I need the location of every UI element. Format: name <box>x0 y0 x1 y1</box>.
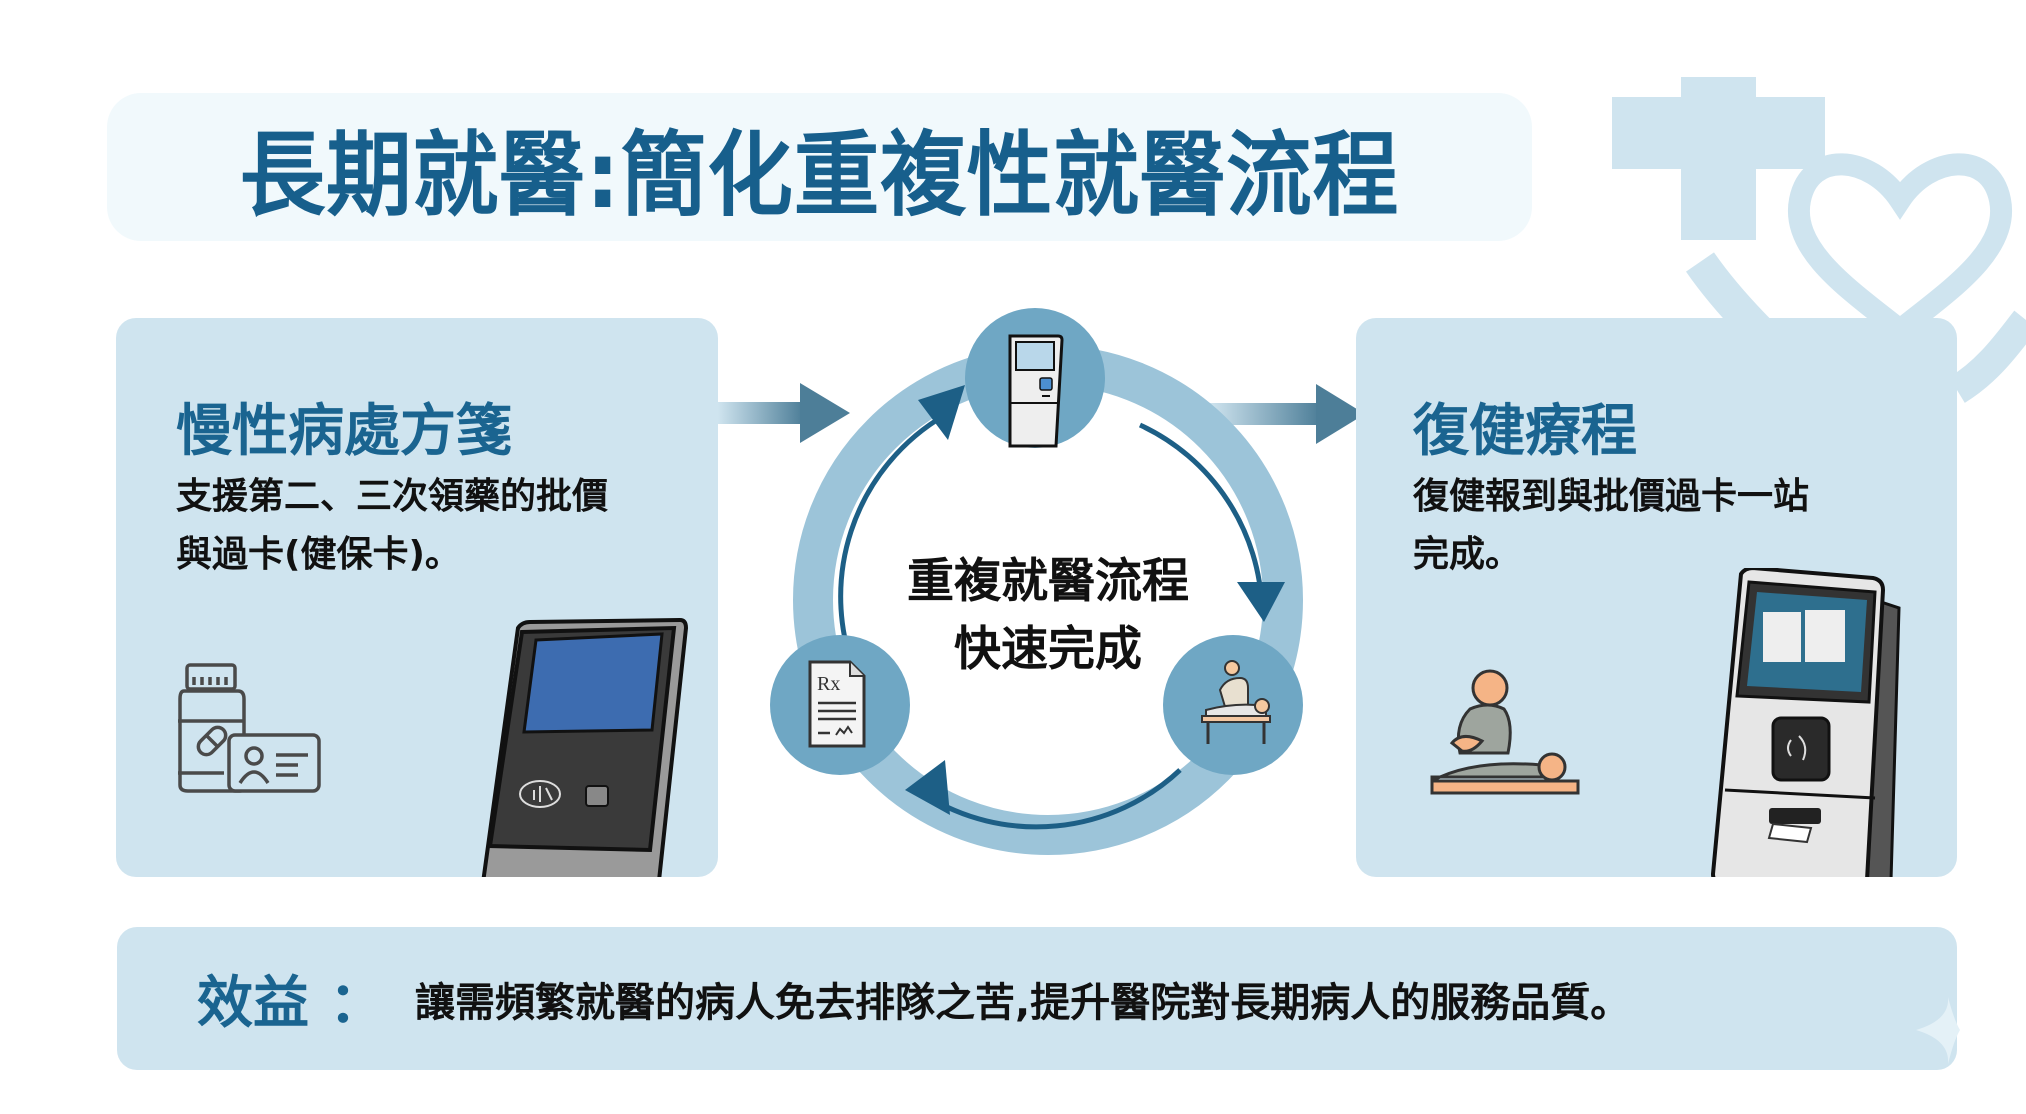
kiosk-icon <box>1008 334 1064 448</box>
prescription-icon: Rx <box>808 660 866 748</box>
panel-heading: 慢性病處方箋 <box>176 399 512 464</box>
cycle-arrowhead <box>905 760 950 815</box>
cross-horizontal <box>1612 97 1825 169</box>
arrow-cycle-to-right <box>1210 384 1365 444</box>
page-title: 長期就醫:簡化重複性就醫流程 <box>239 121 1400 229</box>
panel-description: 支援第二、三次領藥的批價 與過卡(健保卡)。 <box>176 476 609 575</box>
benefit-label: 效益 <box>197 971 309 1036</box>
kiosk-icon <box>481 618 688 877</box>
benefit-bar: 效益 ： 讓需頻繁就醫的病人免去排隊之苦,提升醫院對長期病人的服務品質。 <box>117 927 1957 1070</box>
svg-text:Rx: Rx <box>817 673 840 695</box>
kiosk-icon <box>1711 568 1901 877</box>
cycle-center-label: 重複就醫流程 快速完成 <box>907 554 1189 677</box>
panel-heading: 復健療程 <box>1413 399 1637 464</box>
cycle-node-kiosk <box>965 308 1105 448</box>
heart-icon <box>1787 153 2013 345</box>
panel-description: 復健報到與批價過卡一站 完成。 <box>1413 476 1810 575</box>
physical-therapy-icon <box>1430 669 1580 795</box>
chronic-prescription-panel: 慢性病處方箋 支援第二、三次領藥的批價 與過卡(健保卡)。 <box>116 318 718 877</box>
id-card-icon <box>227 733 321 793</box>
cycle-arrowhead <box>1237 582 1285 622</box>
benefit-text: 讓需頻繁就醫的病人免去排隊之苦,提升醫院對長期病人的服務品質。 <box>415 979 1631 1026</box>
title-banner: 長期就醫:簡化重複性就醫流程 <box>107 93 1532 241</box>
cross-vertical <box>1681 77 1756 240</box>
cycle-arrowhead <box>918 385 965 440</box>
medicine-bottle-icon <box>178 663 321 793</box>
benefit-colon: ： <box>329 971 385 1036</box>
rehabilitation-panel: 復健療程 復健報到與批價過卡一站 完成。 <box>1356 318 1957 877</box>
arrow-left-to-cycle <box>718 383 850 443</box>
